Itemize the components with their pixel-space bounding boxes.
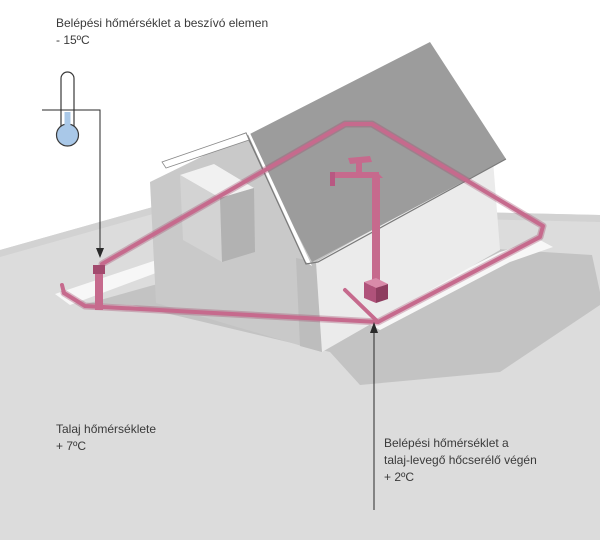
intake-stand-pipe-body (95, 270, 103, 310)
outlet-temperature-label: Belépési hőmérséklet a talaj-levegő hőcs… (384, 435, 537, 486)
inlet-arrow-head (96, 248, 104, 258)
thermometer-icon (55, 71, 80, 147)
inlet-temperature-label: Belépési hőmérséklet a beszívó elemen - … (56, 15, 268, 49)
outlet-temperature-title-1: Belépési hőmérséklet a (384, 436, 509, 450)
trench-strip-front (332, 240, 553, 330)
thermometer-column (64, 112, 71, 134)
duct-tee-bar (348, 156, 372, 164)
intake-unit-top (180, 164, 254, 198)
house-roof-front-edge (246, 130, 312, 266)
ventilation-unit-front (364, 282, 376, 303)
house-roof-left-eave (161, 132, 250, 169)
ventilation-unit-top (364, 278, 388, 288)
ground-temperature-value: + 7ºC (56, 439, 87, 453)
ground-temperature-title: Talaj hőmérséklete (56, 422, 157, 436)
outlet-temperature-value: + 2ºC (384, 470, 415, 484)
ground-temperature-label: Talaj hőmérséklete + 7ºC (56, 421, 156, 455)
house-front-wall-shade (296, 258, 322, 352)
ground-pipe (62, 122, 545, 324)
inlet-temperature-title: Belépési hőmérséklet a beszívó elemen (56, 16, 269, 30)
inlet-temperature-value: - 15ºC (56, 33, 90, 47)
vertical-duct-main (372, 178, 380, 288)
intake-stand-pipe (93, 265, 105, 310)
outlet-temperature-title-2: talaj-levegő hőcserélő végén (384, 453, 537, 467)
ground-pipe-left-bend (60, 283, 66, 295)
outlet-arrow-head (370, 322, 378, 333)
house-roof-slope (246, 42, 506, 262)
ground-pipe-inner-run (343, 288, 380, 324)
duct-tee-stem (356, 160, 362, 178)
ground-pipe-loop (60, 120, 547, 326)
intake-stand-pipe-cap (93, 265, 105, 274)
vertical-duct-branch (330, 172, 335, 186)
intake-unit-front (180, 175, 222, 262)
ventilation-unit-side (376, 284, 388, 303)
house-vertical-duct (330, 156, 383, 288)
arrow-down-icon (42, 109, 104, 258)
intake-unit-side (220, 188, 255, 262)
inlet-leader-line (42, 109, 101, 250)
ventilation-unit (364, 278, 388, 303)
arrow-up-icon (370, 322, 378, 510)
